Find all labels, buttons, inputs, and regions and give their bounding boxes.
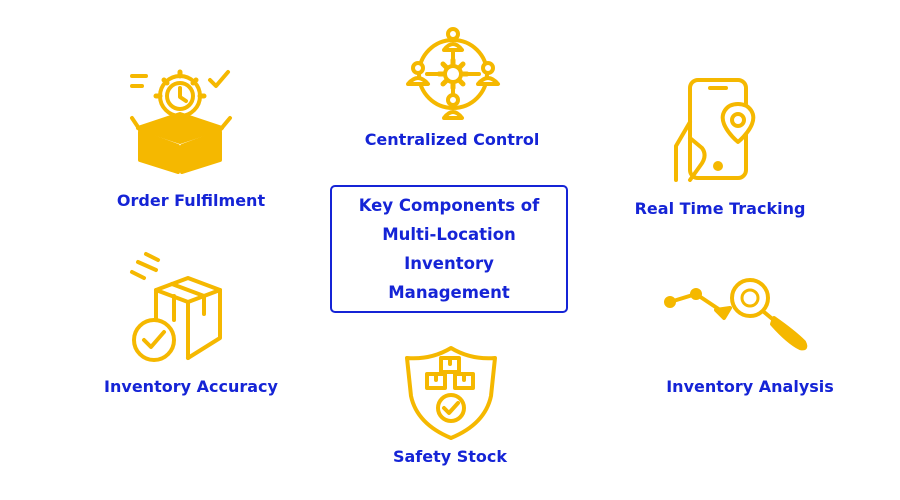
center-title-box: Key Components of Multi-Location Invento…	[330, 185, 568, 313]
shield-stock-icon	[405, 346, 497, 440]
inventory-analysis-label: Inventory Analysis	[666, 377, 834, 396]
centralized-control-label: Centralized Control	[364, 130, 540, 149]
order-fulfilment-label: Order Fulfilment	[116, 191, 266, 210]
magnifier-trend-icon	[664, 278, 808, 351]
network-people-gear-icon	[406, 27, 500, 120]
box-clock-gear-icon	[130, 69, 232, 174]
phone-location-pin-icon	[674, 78, 756, 182]
inventory-accuracy-label: Inventory Accuracy	[104, 377, 278, 396]
center-title-line-2: Multi-Location	[382, 225, 516, 244]
real-time-tracking-label: Real Time Tracking	[634, 199, 806, 218]
safety-stock-label: Safety Stock	[392, 447, 508, 466]
center-title: Key Components of Multi-Location Invento…	[339, 191, 559, 307]
center-title-line-4: Management	[388, 283, 510, 302]
center-title-line-1: Key Components of	[358, 196, 540, 215]
center-title-line-3: Inventory	[404, 254, 494, 273]
boxes-checkmark-icon	[130, 252, 222, 362]
